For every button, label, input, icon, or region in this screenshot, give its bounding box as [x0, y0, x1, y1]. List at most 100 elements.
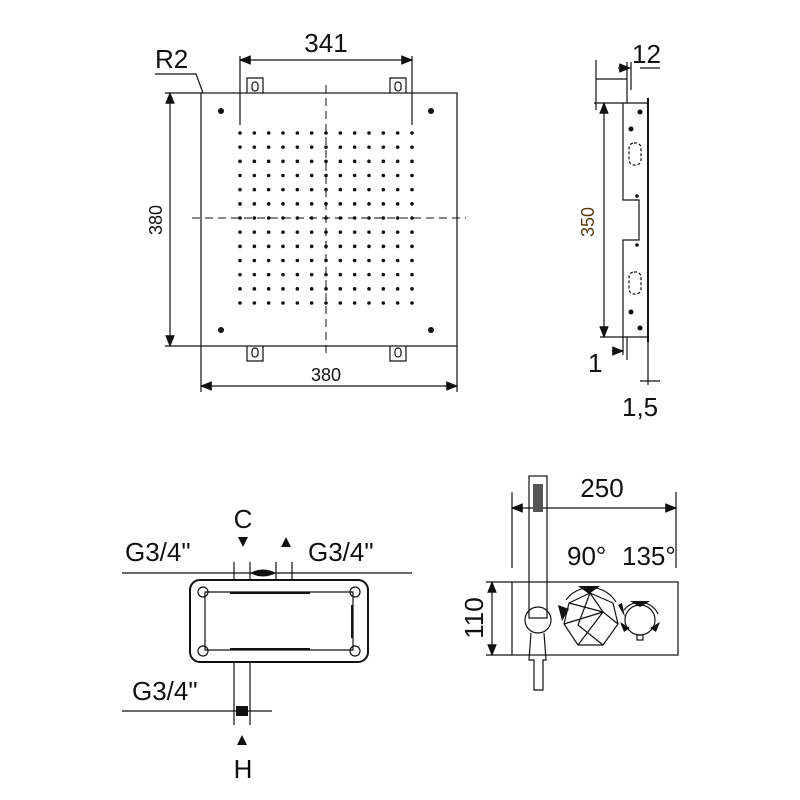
nozzle	[338, 159, 343, 164]
nozzle	[266, 287, 271, 291]
dim-350-label: 350	[578, 207, 598, 237]
dimension-380-height	[165, 91, 201, 348]
nozzle	[367, 159, 371, 164]
side-view: 350 12 1 1,5	[578, 39, 661, 422]
nozzle	[324, 244, 328, 249]
nozzle	[324, 173, 328, 178]
nozzle	[395, 287, 400, 291]
nozzle	[367, 145, 371, 149]
nozzle	[295, 202, 300, 206]
thermostat-knob	[623, 601, 659, 641]
nozzle	[338, 131, 343, 135]
nozzle	[381, 173, 386, 178]
nozzle	[309, 173, 314, 178]
nozzle	[410, 272, 414, 277]
nozzle	[281, 131, 285, 135]
nozzle	[324, 230, 328, 234]
nozzle	[295, 244, 300, 249]
dimension-110	[486, 580, 512, 657]
nozzle	[238, 131, 242, 135]
nozzle	[238, 187, 242, 192]
nozzle	[367, 301, 371, 305]
nozzle	[352, 244, 357, 249]
dimension-12	[618, 62, 660, 103]
nozzle	[266, 258, 271, 263]
nozzle	[281, 287, 285, 291]
angle-90-label: 90°	[567, 541, 606, 571]
nozzle	[352, 173, 357, 178]
nozzle	[252, 202, 257, 206]
nozzle	[367, 244, 371, 249]
nozzle	[381, 202, 386, 206]
nozzle	[295, 230, 300, 234]
nozzle	[395, 244, 400, 249]
nozzle	[410, 258, 414, 263]
dim-341-label: 341	[304, 28, 347, 58]
nozzle	[238, 230, 242, 234]
nozzle	[238, 216, 242, 220]
nozzle	[238, 301, 242, 305]
nozzle	[266, 230, 271, 234]
nozzle	[281, 173, 285, 178]
nozzle	[338, 244, 343, 249]
nozzle	[381, 272, 386, 277]
nozzle	[367, 216, 371, 220]
nozzle	[252, 287, 257, 291]
radius-label: R2	[155, 44, 188, 74]
nozzle	[338, 258, 343, 263]
nozzle	[410, 287, 414, 291]
nozzle	[381, 145, 386, 149]
dim-1-5-label: 1,5	[622, 392, 658, 422]
nozzle	[352, 187, 357, 192]
nozzle	[295, 187, 300, 192]
nozzle	[324, 202, 328, 206]
dimension-380-width	[199, 346, 459, 392]
dimension-341	[238, 55, 414, 125]
nozzle	[367, 173, 371, 178]
nozzle	[309, 287, 314, 291]
nozzle	[309, 258, 314, 263]
nozzle	[410, 187, 414, 192]
nozzle	[252, 244, 257, 249]
nozzle	[352, 159, 357, 164]
nozzle	[381, 301, 386, 305]
nozzle	[395, 258, 400, 263]
nozzle	[338, 230, 343, 234]
nozzle	[309, 187, 314, 192]
label-g34-right-top: G3/4"	[308, 537, 374, 567]
nozzle	[281, 258, 285, 263]
label-g34-bottom: G3/4"	[132, 676, 198, 706]
nozzle	[324, 131, 328, 135]
nozzle	[266, 187, 271, 192]
nozzle	[266, 216, 271, 220]
nozzle	[338, 202, 343, 206]
label-g34-left-top: G3/4"	[125, 537, 191, 567]
nozzle	[309, 159, 314, 164]
nozzle	[295, 287, 300, 291]
dim-250-label: 250	[580, 473, 623, 503]
nozzle	[410, 301, 414, 305]
nozzle	[395, 131, 400, 135]
nozzle	[410, 145, 414, 149]
angle-135-label: 135°	[622, 541, 676, 571]
nozzle	[381, 159, 386, 164]
nozzle	[252, 159, 257, 164]
nozzle	[266, 159, 271, 164]
dimension-1-5	[640, 342, 660, 385]
nozzle	[309, 202, 314, 206]
nozzle	[295, 131, 300, 135]
nozzle	[295, 159, 300, 164]
nozzle	[352, 230, 357, 234]
hand-shower	[528, 475, 548, 619]
nozzle	[252, 187, 257, 192]
nozzle	[266, 145, 271, 149]
nozzle	[338, 301, 343, 305]
dim-110-label: 110	[459, 597, 489, 638]
dim-380-height-label: 380	[146, 205, 166, 235]
nozzle	[281, 187, 285, 192]
nozzle	[410, 173, 414, 178]
nozzle	[266, 131, 271, 135]
nozzle	[281, 145, 285, 149]
nozzle	[238, 202, 242, 206]
